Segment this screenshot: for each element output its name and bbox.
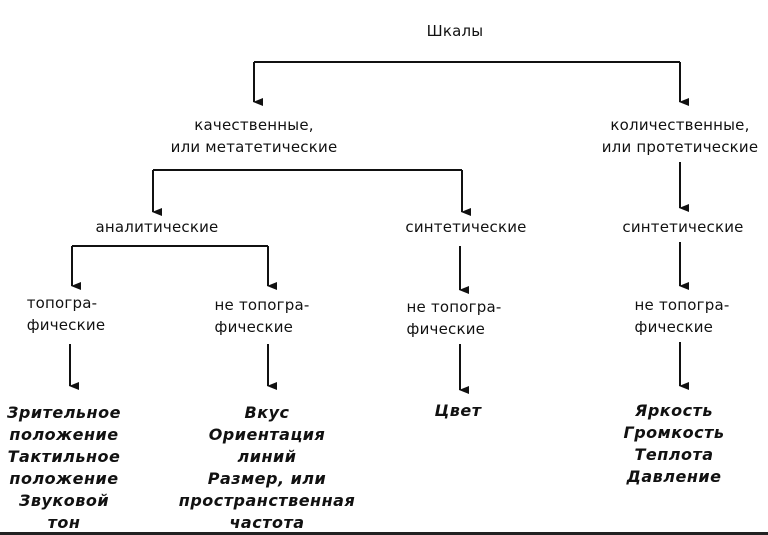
example-item: Вкус bbox=[244, 403, 290, 422]
non-topographic-synthetic-line-2: фические bbox=[406, 320, 486, 338]
example-item: положение bbox=[9, 425, 119, 444]
qualitative-label-line-2: или метатетические bbox=[170, 138, 338, 156]
synthetic-quantitative-node: синтетические bbox=[622, 216, 743, 238]
example-item: Громкость bbox=[623, 423, 725, 442]
non-topographic-quantitative-line-2: фические bbox=[634, 318, 714, 336]
examples-non-topographic-analytic: Вкус Ориентация линий Размер, или простр… bbox=[179, 402, 355, 534]
non-topographic-quantitative-line-1: не топогра- bbox=[634, 296, 730, 314]
non-topographic-analytic-node: не топогра- фические bbox=[215, 294, 310, 338]
topographic-label-line-2: фические bbox=[26, 316, 106, 334]
synthetic-qualitative-node: синтетические bbox=[405, 216, 526, 238]
example-item: Теплота bbox=[634, 445, 714, 464]
quantitative-label-line-1: количественные, bbox=[610, 116, 750, 134]
qualitative-node: качественные, или метатетические bbox=[171, 114, 338, 158]
example-item: Цвет bbox=[434, 401, 482, 420]
examples-synthetic: Цвет bbox=[434, 400, 481, 422]
bottom-border bbox=[0, 532, 768, 535]
topographic-label-line-1: топогра- bbox=[26, 294, 98, 312]
non-topographic-analytic-line-1: не топогра- bbox=[214, 296, 310, 314]
example-item: Ориентация bbox=[208, 425, 326, 444]
non-topographic-synthetic-node: не топогра- фические bbox=[407, 296, 502, 340]
examples-quantitative: Яркость Громкость Теплота Давление bbox=[624, 400, 725, 488]
example-item: Размер, или bbox=[207, 469, 327, 488]
example-item: Звуковой bbox=[18, 491, 110, 510]
quantitative-node: количественные, или протетические bbox=[602, 114, 759, 158]
examples-topographic: Зрительное положение Тактильное положени… bbox=[7, 402, 121, 534]
example-item: Давление bbox=[626, 467, 722, 486]
example-item: тон bbox=[47, 513, 81, 532]
non-topographic-analytic-line-2: фические bbox=[214, 318, 294, 336]
example-item: частота bbox=[229, 513, 305, 532]
quantitative-label-line-2: или протетические bbox=[601, 138, 759, 156]
example-item: пространственная bbox=[178, 491, 356, 510]
qualitative-label-line-1: качественные, bbox=[194, 116, 314, 134]
non-topographic-synthetic-line-1: не топогра- bbox=[406, 298, 502, 316]
root-label: Шкалы bbox=[426, 22, 484, 40]
example-item: Яркость bbox=[634, 401, 713, 420]
example-item: Зрительное bbox=[7, 403, 121, 422]
synthetic-qualitative-label: синтетические bbox=[405, 218, 527, 236]
example-item: линий bbox=[237, 447, 297, 466]
root-node: Шкалы bbox=[427, 20, 484, 42]
analytic-label: аналитические bbox=[95, 218, 219, 236]
non-topographic-quantitative-node: не топогра- фические bbox=[635, 294, 730, 338]
example-item: Тактильное bbox=[7, 447, 121, 466]
example-item: положение bbox=[9, 469, 119, 488]
analytic-node: аналитические bbox=[96, 216, 219, 238]
topographic-node: топогра- фические bbox=[27, 292, 106, 336]
synthetic-quantitative-label: синтетические bbox=[622, 218, 744, 236]
